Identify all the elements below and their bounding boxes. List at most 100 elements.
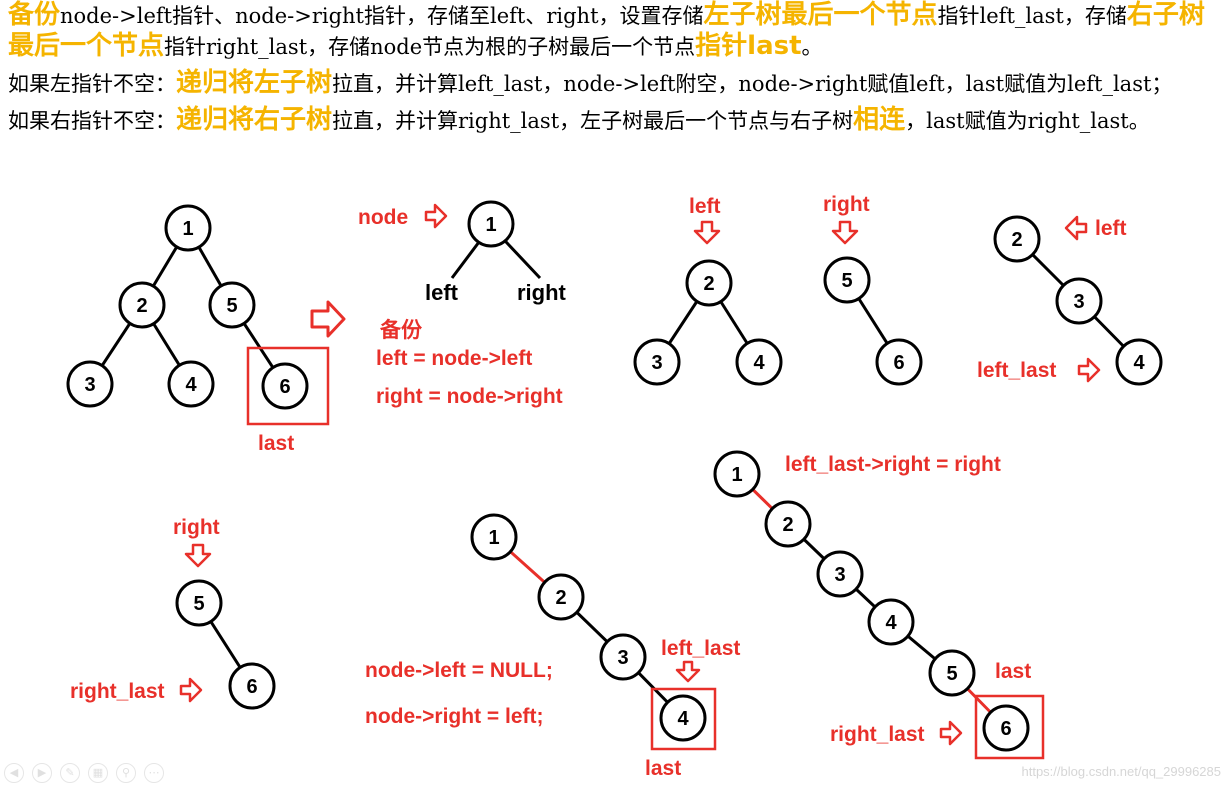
left-last-label: left_last (661, 637, 740, 660)
svg-text:6: 6 (279, 376, 290, 398)
svg-text:4: 4 (885, 612, 897, 634)
right-arrow-icon (179, 677, 203, 703)
svg-text:1: 1 (488, 527, 499, 549)
flattened-right-subtree: right 5 6 right_last (70, 516, 276, 710)
svg-text:3: 3 (84, 374, 95, 396)
paragraph-left: 如果左指针不空：递归将左子树拉直，并计算left_last，node->left… (8, 68, 1214, 99)
left-last-highlight-box (650, 687, 717, 751)
node-label: node (358, 206, 408, 229)
tree-node: 2 (764, 500, 812, 548)
svg-text:2: 2 (782, 514, 793, 536)
final-flattened-chain: 1 2 3 4 5 6 left_last->right = right las… (713, 450, 1045, 760)
svg-text:3: 3 (651, 352, 662, 374)
null-left-label: node->left = NULL; (365, 659, 553, 682)
down-arrow-icon (693, 220, 721, 245)
down-arrow-icon (184, 543, 212, 568)
tree-node: 4 (867, 598, 915, 646)
grid-icon[interactable]: ▦ (88, 763, 108, 783)
last-label: last (645, 757, 681, 780)
tree-node: 4 (167, 360, 215, 408)
tree-node: 5 (175, 579, 223, 627)
highlight-text: 递归将右子树 (176, 105, 333, 135)
last-label: last (258, 432, 294, 455)
last-highlight-box (246, 346, 330, 426)
body-text: 如果左指针不空： (8, 72, 176, 96)
svg-text:4: 4 (753, 352, 765, 374)
tree-node: 3 (599, 633, 647, 681)
right-pointer-label: right (823, 193, 870, 216)
last-label: last (995, 660, 1031, 683)
highlight-text: 备份 (8, 0, 61, 30)
svg-text:1: 1 (731, 464, 742, 486)
slide-toolbar: ◀ ▶ ✎ ▦ ⚲ ⋯ (4, 763, 164, 783)
assign-right-label: right = node->right (376, 385, 563, 408)
tree-node: 4 (659, 694, 707, 742)
tree-node: 4 (735, 338, 783, 386)
tree-node: 1 (467, 200, 515, 248)
left-subtree: left 2 3 4 (633, 195, 783, 386)
pen-icon[interactable]: ✎ (60, 763, 80, 783)
paragraph-backup: 备份node->left指针、node->right指针，存储至left、rig… (8, 0, 1214, 62)
right-arrow-icon (424, 203, 448, 229)
svg-text:1: 1 (485, 214, 496, 236)
highlight-text: 指针last (695, 31, 802, 61)
highlight-text: 左子树最后一个节点 (703, 0, 938, 30)
svg-text:5: 5 (226, 295, 237, 317)
right-pointer-label: right (173, 516, 220, 539)
svg-text:4: 4 (677, 708, 689, 730)
svg-text:2: 2 (1011, 229, 1022, 251)
tree-node: 2 (118, 281, 166, 329)
tree-node: 2 (537, 573, 585, 621)
body-text: 。 (801, 35, 823, 59)
svg-text:2: 2 (136, 295, 147, 317)
highlight-text: 右子树最后一个节点 (8, 0, 1205, 61)
tree-node: 1 (164, 204, 212, 252)
tree-node: 6 (261, 362, 309, 410)
backup-label: 备份 (379, 318, 423, 342)
zoom-icon[interactable]: ⚲ (116, 763, 136, 783)
tree-node: 1 (713, 450, 761, 498)
tree-node: 6 (875, 338, 923, 386)
next-icon[interactable]: ▶ (32, 763, 52, 783)
highlight-text: 相连 (853, 105, 906, 135)
svg-text:6: 6 (246, 676, 257, 698)
down-arrow-icon (675, 660, 701, 683)
svg-text:5: 5 (946, 663, 957, 685)
assign-left-label: left = node->left (376, 347, 532, 370)
svg-text:2: 2 (555, 587, 566, 609)
link-label: left_last->right = right (785, 453, 1001, 476)
svg-text:3: 3 (834, 564, 845, 586)
body-text: node->left指针、node->right指针，存储至left、right… (60, 4, 704, 28)
svg-text:4: 4 (1133, 352, 1145, 374)
menu-icon[interactable]: ⋯ (144, 763, 164, 783)
original-tree: 1 2 5 3 4 6 last (66, 204, 330, 455)
tree-node: 5 (208, 281, 256, 329)
tree-node: 3 (816, 550, 864, 598)
left-pointer-label: left (1095, 217, 1127, 240)
down-arrow-icon (831, 220, 859, 245)
paragraph-right: 如果右指针不空：递归将右子树拉直，并计算right_last，左子树最后一个节点… (8, 105, 1214, 136)
left-child-label: left (425, 280, 459, 305)
body-text: ，last赋值为right_last。 (905, 109, 1150, 133)
svg-text:3: 3 (1073, 291, 1084, 313)
tree-node: 6 (982, 704, 1030, 752)
right-last-label: right_last (830, 723, 925, 746)
svg-text:5: 5 (193, 593, 204, 615)
right-subtree-top: right 5 6 (823, 193, 923, 386)
chain-after-left-flatten: 1 2 3 4 left_last last node->left = NULL… (365, 513, 740, 780)
body-text: 指针left_last，存储 (937, 4, 1127, 28)
prev-icon[interactable]: ◀ (4, 763, 24, 783)
tree-node: 2 (993, 215, 1041, 263)
tree-node: 3 (66, 360, 114, 408)
highlight-text: 递归将左子树 (176, 68, 333, 98)
tree-node: 3 (633, 338, 681, 386)
left-arrow-icon (1064, 215, 1088, 241)
tree-node: 3 (1055, 277, 1103, 325)
flattened-left-subtree: 2 3 4 left left_last (977, 215, 1163, 386)
body-text: 指针right_last，存储node节点为根的子树最后一个节点 (164, 35, 696, 59)
svg-text:1: 1 (182, 218, 193, 240)
left-pointer-label: left (689, 195, 721, 218)
tree-node: 1 (470, 513, 518, 561)
body-text: 如果右指针不空： (8, 109, 176, 133)
